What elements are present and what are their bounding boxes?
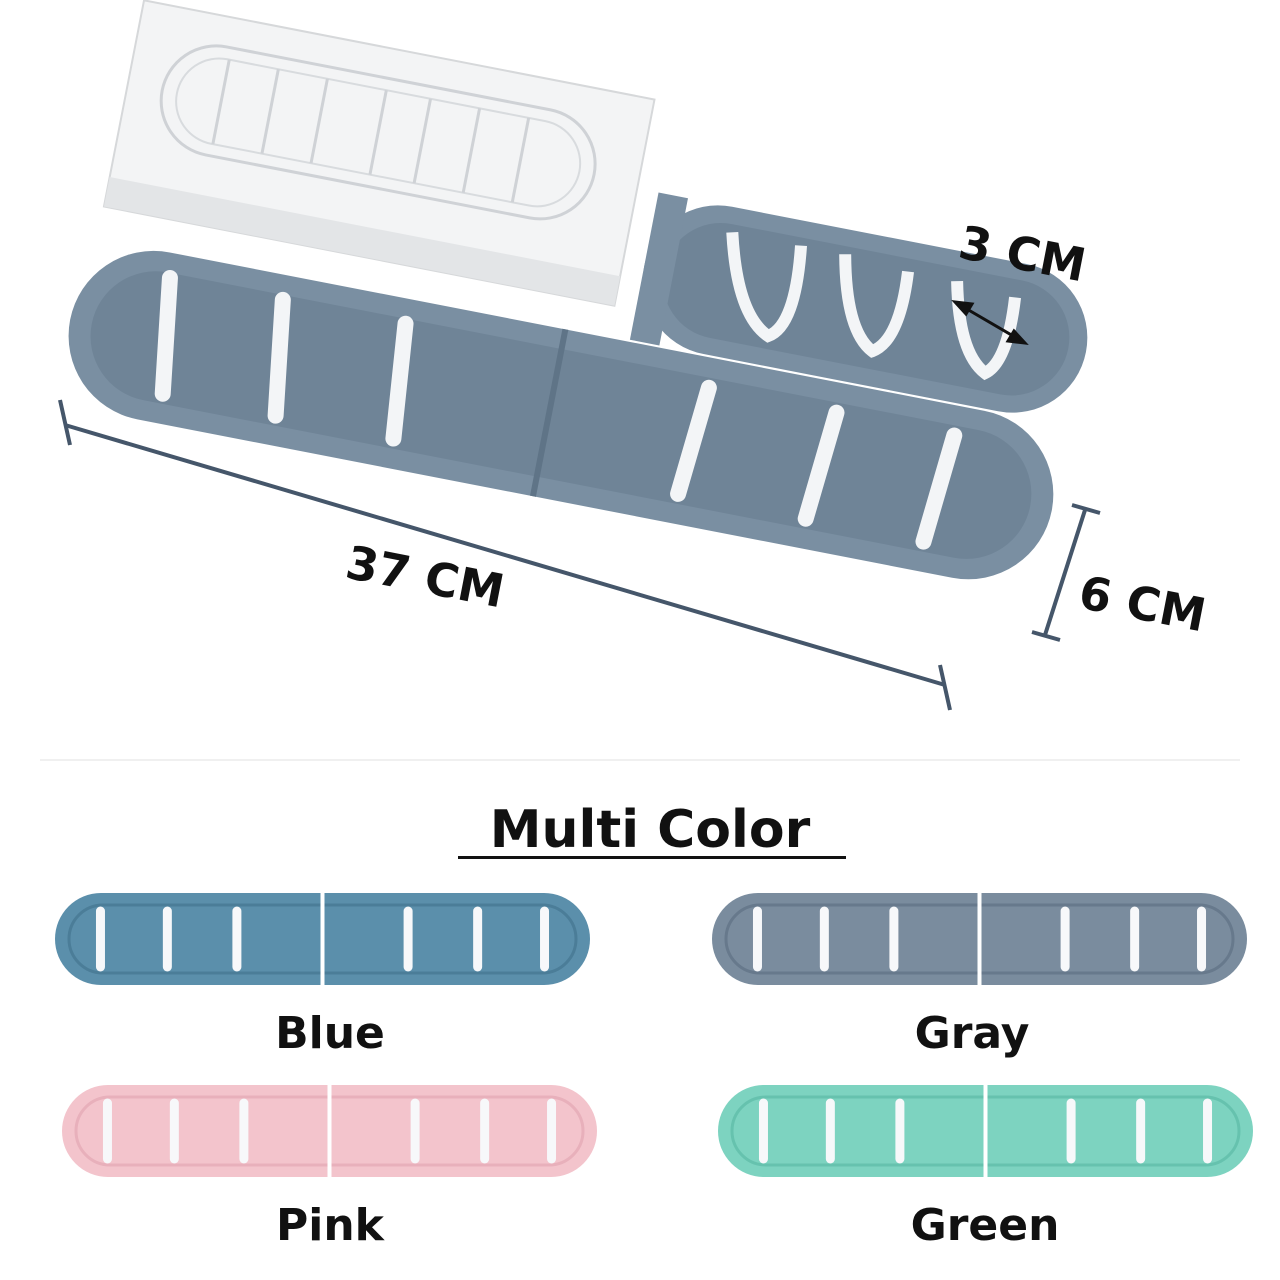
section-title: Multi Color [489,800,811,860]
variant-rack-green [718,1085,1253,1177]
spacing-arrow [951,300,1029,345]
height-dimension-line [1031,503,1101,642]
packaging-box [102,0,656,307]
variant-rack-gray [712,893,1247,985]
variant-label-green: Green [910,1200,1060,1251]
variant-label-gray: Gray [914,1008,1030,1059]
variant-rack-pink [62,1085,597,1177]
product-long [68,250,1054,580]
variant-label-blue: Blue [275,1008,385,1059]
length-dimension-line [58,399,952,711]
title-underline [458,856,846,859]
variant-label-pink: Pink [276,1200,384,1251]
product-small [629,192,1088,413]
variant-rack-blue [55,893,590,985]
